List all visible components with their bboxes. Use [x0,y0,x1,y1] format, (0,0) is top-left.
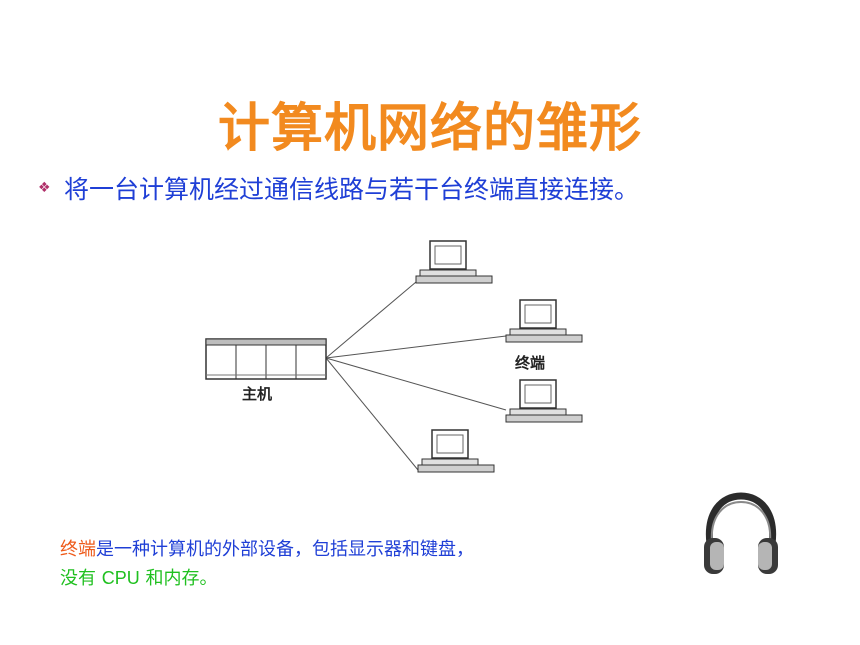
connection-line [325,357,507,411]
terminal-note: 终端是一种计算机的外部设备，包括显示器和键盘， 没有 CPU 和内存。 [60,535,474,593]
terminal-icon [505,299,583,343]
terminal-icon [417,429,495,473]
connection-lines [325,281,507,471]
bullet-text: 将一台计算机经过通信线路与若干台终端直接连接。 [64,175,640,204]
note-cpu: CPU [101,568,140,588]
terminal-label: 终端 [515,354,545,372]
connection-line [325,335,507,359]
host-label: 主机 [242,385,272,403]
note-line2-a: 没有 [60,568,102,589]
terminal-icon [415,240,493,284]
slide-title: 计算机网络的雏形 [217,99,642,159]
mainframe-icon [205,338,327,380]
headphones-icon[interactable] [700,492,782,582]
diamond-bullet-icon: ❖ [38,180,51,196]
bullet-point: ❖ 将一台计算机经过通信线路与若干台终端直接连接。 [38,170,639,206]
note-line-2: 没有 CPU 和内存。 [60,564,474,593]
connection-line [325,357,419,471]
note-line-1: 终端是一种计算机的外部设备，包括显示器和键盘， [60,535,474,564]
note-line2-b: 和内存。 [139,568,218,589]
connection-line [325,281,417,359]
note-term: 终端 [60,539,96,560]
terminal-icon [505,379,583,423]
note-definition: 是一种计算机的外部设备，包括显示器和键盘， [96,539,474,560]
